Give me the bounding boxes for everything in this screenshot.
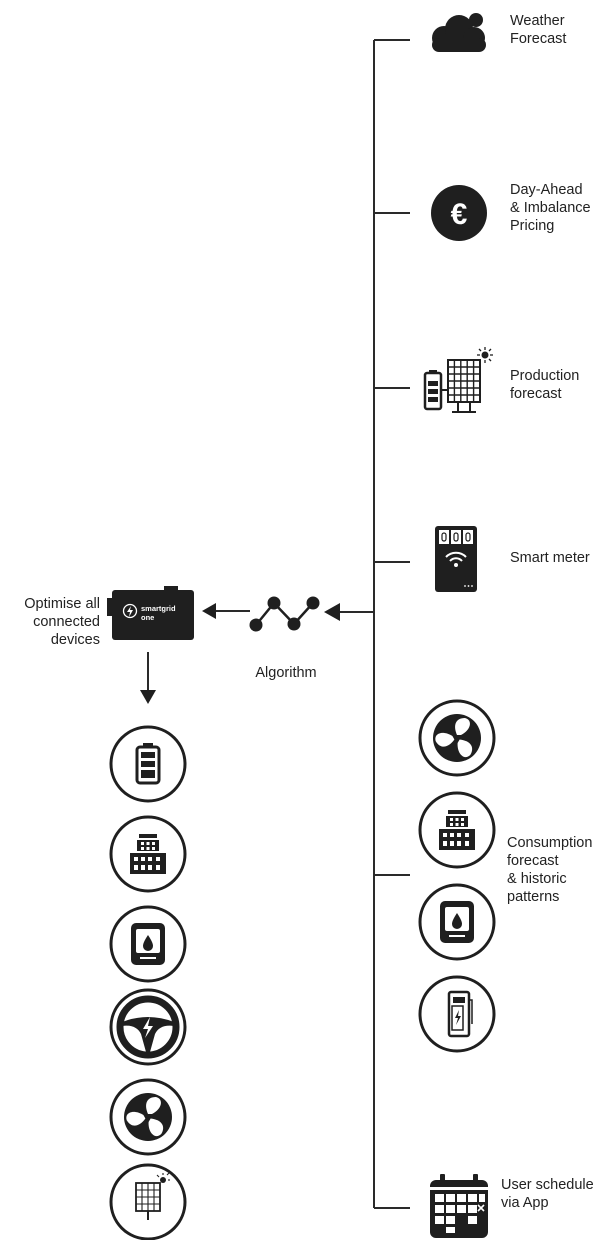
building-icon bbox=[109, 815, 187, 893]
ev-charger-icon bbox=[418, 975, 496, 1053]
algorithm-label: Algorithm bbox=[255, 665, 317, 681]
device-brand-line2: one bbox=[141, 613, 154, 622]
branch-lines bbox=[336, 39, 410, 1209]
smartgrid-device: smartgrid one bbox=[107, 586, 194, 640]
consumption-icons bbox=[418, 699, 496, 1053]
battery-solar-panel-icon bbox=[423, 347, 493, 413]
solar-panel-icon bbox=[109, 1163, 187, 1240]
fan-icon bbox=[418, 699, 496, 777]
device-brand-line1: smartgrid bbox=[141, 604, 176, 613]
output-icons bbox=[109, 725, 187, 1240]
smart-meter-label: Smart meter bbox=[510, 550, 590, 566]
building-icon bbox=[418, 791, 496, 869]
boiler-icon bbox=[418, 883, 496, 961]
euro-symbol: € bbox=[451, 198, 468, 231]
smart-meter-icon bbox=[435, 526, 477, 592]
steering-wheel-icon bbox=[109, 988, 187, 1066]
cloud-icon bbox=[432, 13, 486, 52]
boiler-icon bbox=[109, 905, 187, 983]
fan-icon bbox=[109, 1078, 187, 1156]
arrow-left-icon bbox=[324, 603, 340, 621]
euro-icon: € bbox=[431, 185, 487, 241]
algorithm-graph-icon bbox=[249, 596, 320, 632]
arrow-left-icon bbox=[202, 603, 216, 619]
battery-icon bbox=[109, 725, 187, 803]
arrow-down-icon bbox=[140, 690, 156, 704]
calendar-icon bbox=[430, 1174, 488, 1238]
